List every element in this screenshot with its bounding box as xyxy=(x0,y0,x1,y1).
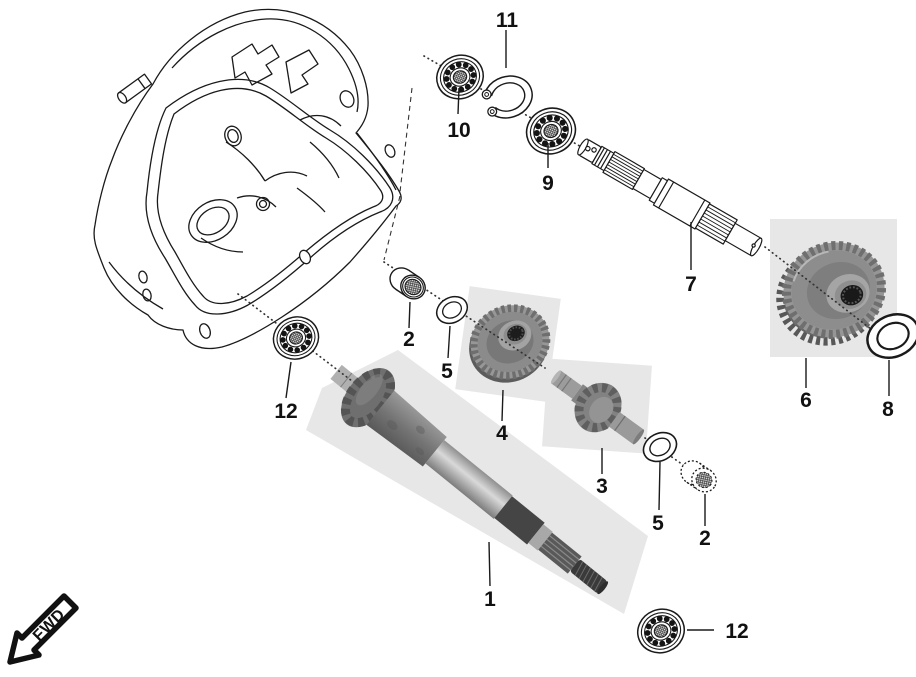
part-label-2-bottom: 2 xyxy=(699,527,711,550)
part-label-6: 6 xyxy=(800,389,812,412)
mainshaft-1-photo xyxy=(306,350,648,614)
gear-3-photo xyxy=(542,358,652,454)
part-label-10: 10 xyxy=(447,119,470,142)
bearing-12-bottom xyxy=(630,601,692,661)
part-label-5-top: 5 xyxy=(441,360,453,383)
crankcase-ribs xyxy=(108,114,397,310)
part-label-7: 7 xyxy=(685,273,697,296)
shaft-7 xyxy=(577,138,763,257)
part-label-3: 3 xyxy=(596,475,608,498)
crankcase-outline-drawing xyxy=(93,8,402,350)
crankcase-silhouette xyxy=(93,8,402,350)
callout-labels: 11 10 9 7 6 8 2 5 4 3 5 2 12 1 12 xyxy=(274,9,894,643)
bearing-9 xyxy=(518,100,584,162)
circlip-11 xyxy=(475,75,533,119)
leader-lines xyxy=(285,30,890,631)
gear-4-photo xyxy=(455,286,561,402)
fwd-arrow-icon xyxy=(7,593,79,665)
part-label-12-top: 12 xyxy=(274,400,297,423)
bushing-2-top xyxy=(389,267,426,300)
bushing-2-bottom xyxy=(680,460,717,493)
part-label-5-bottom: 5 xyxy=(652,512,664,535)
part-label-12-bottom: 12 xyxy=(725,620,748,643)
part-label-1: 1 xyxy=(484,588,496,611)
crankcase-bolt-holes xyxy=(138,90,396,339)
part-label-9: 9 xyxy=(542,172,554,195)
part-label-11: 11 xyxy=(496,9,519,32)
crankcase-stud xyxy=(116,73,153,104)
part-label-8: 8 xyxy=(882,398,894,421)
part-label-2-top: 2 xyxy=(403,328,415,351)
fwd-direction-arrow: FWD xyxy=(7,593,79,665)
part-label-4: 4 xyxy=(496,422,508,445)
